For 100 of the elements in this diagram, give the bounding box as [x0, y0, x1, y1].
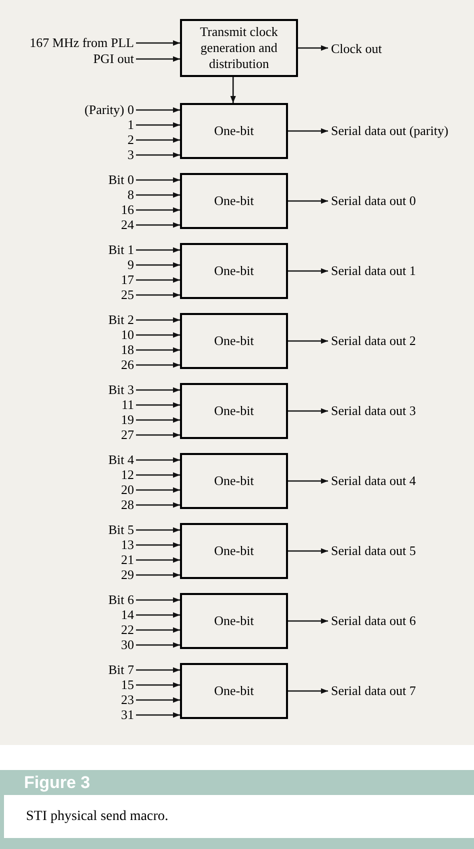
output-label: Serial data out 4 — [331, 473, 416, 488]
arrow — [288, 338, 328, 344]
arrow — [288, 478, 328, 484]
input-label: 22 — [121, 622, 134, 637]
arrow — [288, 618, 328, 624]
arrow — [136, 40, 180, 46]
input-label: 27 — [121, 427, 134, 442]
input-label: 12 — [121, 467, 134, 482]
arrow — [136, 557, 180, 563]
caption: STI physical send macro. — [26, 808, 168, 825]
output-label: Serial data out 0 — [331, 193, 416, 208]
arrow — [136, 122, 180, 128]
arrow — [136, 262, 180, 268]
input-label: 18 — [121, 342, 134, 357]
arrow — [230, 77, 236, 103]
input-label: 25 — [121, 287, 134, 302]
arrow — [136, 487, 180, 493]
input-label: 29 — [121, 567, 134, 582]
arrow — [136, 387, 180, 393]
input-label: 31 — [121, 707, 134, 722]
arrow — [136, 432, 180, 438]
input-label: Bit 5 — [108, 522, 134, 537]
arrow — [136, 527, 180, 533]
arrow — [136, 682, 180, 688]
process-box: One-bit — [180, 103, 288, 159]
arrow — [136, 247, 180, 253]
input-label: PGI out — [93, 51, 134, 66]
arrow — [288, 408, 328, 414]
input-label: 19 — [121, 412, 134, 427]
process-box: One-bit — [180, 523, 288, 579]
output-label: Serial data out 5 — [331, 543, 416, 558]
input-label: 28 — [121, 497, 134, 512]
input-label: 1 — [128, 117, 134, 132]
input-label: Bit 6 — [108, 592, 134, 607]
arrow — [136, 222, 180, 228]
process-box: One-bit — [180, 453, 288, 509]
arrow — [136, 277, 180, 283]
arrow — [136, 177, 180, 183]
input-label: 11 — [121, 397, 134, 412]
output-label: Clock out — [331, 41, 382, 56]
arrow — [136, 347, 180, 353]
arrow — [136, 137, 180, 143]
arrow — [136, 597, 180, 603]
arrow — [136, 457, 180, 463]
input-label: 17 — [121, 272, 134, 287]
arrow — [136, 472, 180, 478]
arrow — [136, 362, 180, 368]
process-box: One-bit — [180, 593, 288, 649]
input-label: 167 MHz from PLL — [30, 35, 134, 50]
input-label: 23 — [121, 692, 134, 707]
arrow — [136, 572, 180, 578]
output-label: Serial data out 1 — [331, 263, 416, 278]
process-box: One-bit — [180, 243, 288, 299]
arrow — [136, 56, 180, 62]
arrow — [136, 697, 180, 703]
input-label: Bit 2 — [108, 312, 134, 327]
process-box: One-bit — [180, 383, 288, 439]
process-box: One-bit — [180, 173, 288, 229]
input-label: (Parity) 0 — [84, 102, 134, 117]
arrow — [288, 128, 328, 134]
arrow — [136, 107, 180, 113]
output-label: Serial data out 6 — [331, 613, 416, 628]
input-label: Bit 4 — [108, 452, 134, 467]
arrow — [136, 712, 180, 718]
input-label: 21 — [121, 552, 134, 567]
input-label: 2 — [128, 132, 134, 147]
input-label: Bit 1 — [108, 242, 134, 257]
arrow — [288, 198, 328, 204]
process-box: One-bit — [180, 313, 288, 369]
input-label: 20 — [121, 482, 134, 497]
arrow — [136, 292, 180, 298]
input-label: 26 — [121, 357, 134, 372]
arrow — [288, 268, 328, 274]
arrow — [136, 192, 180, 198]
input-label: 9 — [128, 257, 134, 272]
input-label: 16 — [121, 202, 134, 217]
figure-number: Figure 3 — [24, 772, 90, 793]
arrow — [136, 642, 180, 648]
process-box: Transmit clock generation and distribution — [180, 19, 298, 77]
arrow — [136, 207, 180, 213]
output-label: Serial data out 7 — [331, 683, 416, 698]
arrow — [298, 45, 328, 51]
input-label: 24 — [121, 217, 134, 232]
output-label: Serial data out 2 — [331, 333, 416, 348]
input-label: 14 — [121, 607, 134, 622]
arrow — [136, 612, 180, 618]
arrow — [136, 417, 180, 423]
arrow — [136, 667, 180, 673]
process-box: One-bit — [180, 663, 288, 719]
arrow — [136, 502, 180, 508]
output-label: Serial data out (parity) — [331, 123, 448, 138]
arrow — [136, 542, 180, 548]
arrow — [288, 548, 328, 554]
input-label: 8 — [128, 187, 134, 202]
input-label: 15 — [121, 677, 134, 692]
input-label: 3 — [128, 147, 134, 162]
arrow — [136, 152, 180, 158]
arrow — [136, 317, 180, 323]
arrow — [136, 627, 180, 633]
input-label: 10 — [121, 327, 134, 342]
